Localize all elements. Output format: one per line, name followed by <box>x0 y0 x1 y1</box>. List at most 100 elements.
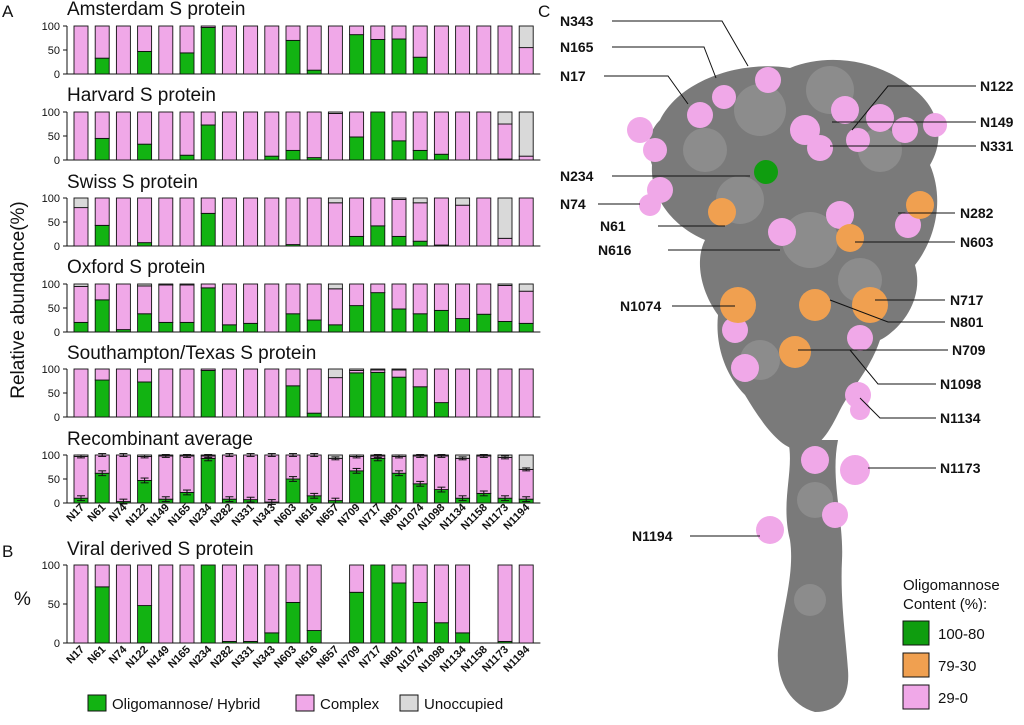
panel-title: Viral derived S protein <box>67 539 254 560</box>
x-tick-label-n343: N343 <box>251 502 278 529</box>
bar-segment-n1194-1 <box>518 155 534 161</box>
bar-segment-n234-1 <box>200 197 216 214</box>
bar-segment-n1074-1 <box>412 368 428 388</box>
bar-segment-n709-2 <box>349 368 365 371</box>
bar-segment-n282-0 <box>221 324 237 333</box>
bar-segment-n1134-1 <box>455 564 471 634</box>
label-n17: N17 <box>560 68 586 84</box>
bar-segment-n1134-1 <box>455 111 471 161</box>
x-tick-label-n709: N709 <box>336 502 363 529</box>
bar-segment-n343-1 <box>264 111 280 157</box>
bar-segment-n1194-1 <box>518 468 534 500</box>
bar-segment-n1098-1 <box>433 283 449 311</box>
label-n1098: N1098 <box>940 376 981 392</box>
bar-segment-n709-0 <box>349 136 365 161</box>
bar-segment-n1194-1 <box>518 564 534 644</box>
bar-segment-n122-0 <box>137 50 153 75</box>
bar-segment-n165-1 <box>179 197 195 247</box>
bar-segment-n603-0 <box>285 313 301 333</box>
bar-segment-n165-1 <box>179 368 195 418</box>
bar-segment-n149-1 <box>158 455 174 500</box>
bar-segment-n616-0 <box>306 630 322 644</box>
x-tick-label-n603: N603 <box>272 502 299 529</box>
bar-segment-n616-0 <box>306 319 322 333</box>
x-tick-label-n603: N603 <box>272 644 299 671</box>
bar-segment-n165-2 <box>179 283 195 286</box>
bar-segment-n801-0 <box>391 308 407 333</box>
bar-segment-n165-1 <box>179 111 195 156</box>
bar-segment-n17-0 <box>73 321 89 333</box>
bar-segment-n343-0 <box>264 155 280 161</box>
bar-segment-n1074-0 <box>412 386 428 418</box>
bar-segment-n122-0 <box>137 381 153 418</box>
y-tick-label: 0 <box>54 69 60 81</box>
x-tick-label-n61: N61 <box>86 502 109 525</box>
y-tick-label: 50 <box>48 45 60 57</box>
bar-segment-n1194-2 <box>518 454 534 470</box>
label-n74: N74 <box>560 196 586 212</box>
panel-b-ylabel: % <box>14 589 31 610</box>
y-tick-label: 0 <box>54 412 60 424</box>
bar-segment-n149-1 <box>158 25 174 75</box>
bar-segment-n74-1 <box>115 564 131 644</box>
bar-segment-n1194-0 <box>518 322 534 333</box>
bar-segment-n1173-1 <box>497 237 513 247</box>
bar-segment-n17-1 <box>73 111 89 161</box>
x-tick-label-n234: N234 <box>187 501 215 529</box>
bar-segment-n801-2 <box>391 368 407 371</box>
bar-segment-n165-1 <box>179 25 195 54</box>
bar-segment-n709-1 <box>349 111 365 138</box>
bar-segment-n1173-1 <box>497 25 513 75</box>
bar-segment-n603-1 <box>285 564 301 603</box>
bar-segment-n1134-1 <box>455 368 471 418</box>
bar-segment-n1074-0 <box>412 601 428 644</box>
bar-segment-n1098-1 <box>433 564 449 624</box>
bar-segment-n603-1 <box>285 368 301 387</box>
label-n122: N122 <box>980 78 1014 94</box>
bar-segment-n17-1 <box>73 368 89 418</box>
label-n282: N282 <box>960 205 994 221</box>
bar-segment-n149-2 <box>158 283 174 286</box>
bar-panel-6: Recombinant average050100N17N61N74N122N1… <box>42 429 541 533</box>
panel-title: Harvard S protein <box>67 85 216 106</box>
bar-segment-n61-1 <box>94 368 110 381</box>
bar-segment-n603-0 <box>285 601 301 644</box>
y-tick-label: 50 <box>48 599 60 611</box>
bar-segment-n709-0 <box>349 34 365 75</box>
bar-segment-n17-2 <box>73 283 89 287</box>
bar-segment-n1134-1 <box>455 204 471 247</box>
bar-segment-n234-0 <box>200 212 216 247</box>
bar-segment-n1173-0 <box>497 320 513 333</box>
bar-segment-n801-1 <box>391 25 407 40</box>
bar-segment-n17-1 <box>73 455 89 499</box>
bar-segment-n1098-0 <box>433 153 449 161</box>
bar-segment-n149-1 <box>158 564 174 644</box>
bar-segment-n1098-1 <box>433 197 449 246</box>
bar-segment-n657-2 <box>327 111 343 114</box>
bar-segment-n1173-1 <box>497 564 513 642</box>
bar-segment-n709-0 <box>349 591 365 644</box>
bar-segment-n717-1 <box>370 283 386 294</box>
bar-segment-n1074-1 <box>412 564 428 603</box>
bar-segment-n343-1 <box>264 25 280 75</box>
x-tick-label-n717: N717 <box>357 644 384 671</box>
bar-segment-n74-1 <box>115 454 131 503</box>
bar-segment-n1134-1 <box>455 25 471 75</box>
bar-segment-n1158-1 <box>476 197 492 247</box>
panel-a-letter: A <box>2 2 14 21</box>
bar-segment-n234-1 <box>200 111 216 126</box>
bar-segment-n801-1 <box>391 111 407 142</box>
bar-segment-n17-1 <box>73 285 89 323</box>
bar-segment-n17-2 <box>73 197 89 209</box>
bar-segment-n122-1 <box>137 368 153 383</box>
bar-segment-n343-0 <box>264 632 280 644</box>
x-tick-label-n657: N657 <box>314 502 341 529</box>
bar-segment-n74-1 <box>115 283 131 331</box>
bar-segment-n657-1 <box>327 377 343 418</box>
bar-segment-n657-2 <box>327 197 343 204</box>
bar-segment-n616-0 <box>306 69 322 75</box>
y-tick-label: 100 <box>42 193 60 205</box>
bar-segment-n616-1 <box>306 283 322 321</box>
panel-title: Oxford S protein <box>67 257 205 278</box>
